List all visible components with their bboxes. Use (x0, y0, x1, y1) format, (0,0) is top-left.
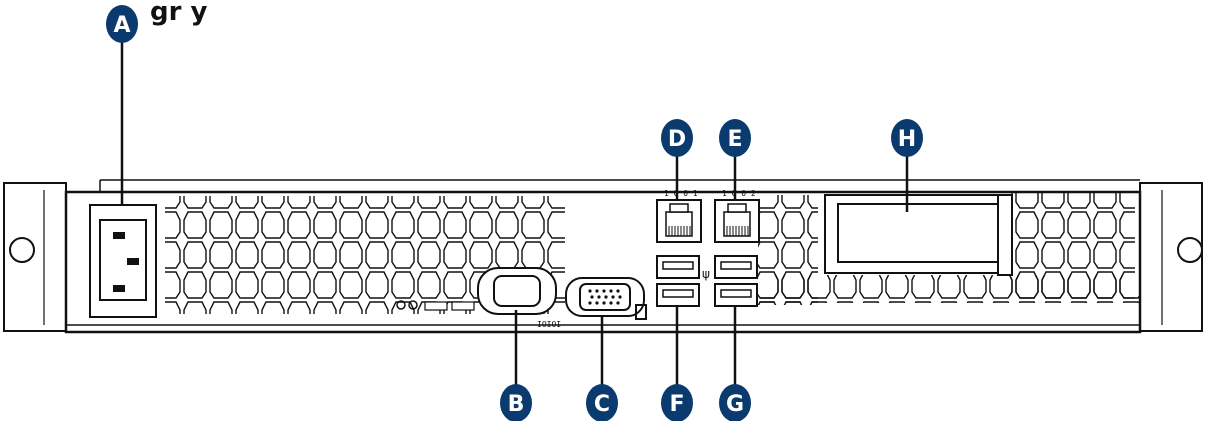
svg-text:E: E (727, 127, 742, 152)
dip-switch (396, 300, 475, 311)
pcie-slot-icon (824, 194, 1013, 276)
svg-text:F: F (669, 392, 684, 417)
callout-lines (120, 40, 909, 392)
power-inlet-icon (89, 204, 157, 318)
serial-port-icon: IOIOI (477, 267, 561, 329)
right-rack-ear (1139, 182, 1203, 332)
usb-port-icon (714, 255, 758, 307)
rj45-port-icon: 1 0 0 1 (656, 189, 702, 243)
svg-text:D: D (668, 127, 686, 152)
callout-e: E (719, 119, 751, 157)
callout-h: H (891, 119, 923, 157)
figure-title: gr y (150, 0, 207, 27)
nic1-label: 1 0 0 1 (664, 189, 698, 198)
svg-text:H: H (898, 127, 916, 152)
left-ear-hole (9, 237, 35, 263)
callout-f: F (661, 384, 693, 421)
callout-d: D (661, 119, 693, 157)
callout-a: A (106, 5, 138, 43)
serial-port-label: IOIOI (537, 320, 561, 329)
vga-port-icon (565, 277, 647, 320)
svg-text:B: B (508, 392, 525, 417)
nic2-label: 1 0 0 2 (722, 189, 756, 198)
callout-c: C (586, 384, 618, 421)
callout-g: G (719, 384, 751, 421)
usb-symbol-icon: ψ (702, 267, 710, 281)
svg-text:A: A (113, 13, 130, 38)
svg-text:C: C (594, 392, 610, 417)
usb-port-icon (656, 255, 700, 307)
svg-text:G: G (726, 392, 744, 417)
right-ear-hole (1177, 237, 1203, 263)
vent-bottom-right (760, 275, 1140, 303)
rj45-port-icon: 1 0 0 2 (714, 189, 760, 243)
callout-b: B (500, 384, 532, 421)
